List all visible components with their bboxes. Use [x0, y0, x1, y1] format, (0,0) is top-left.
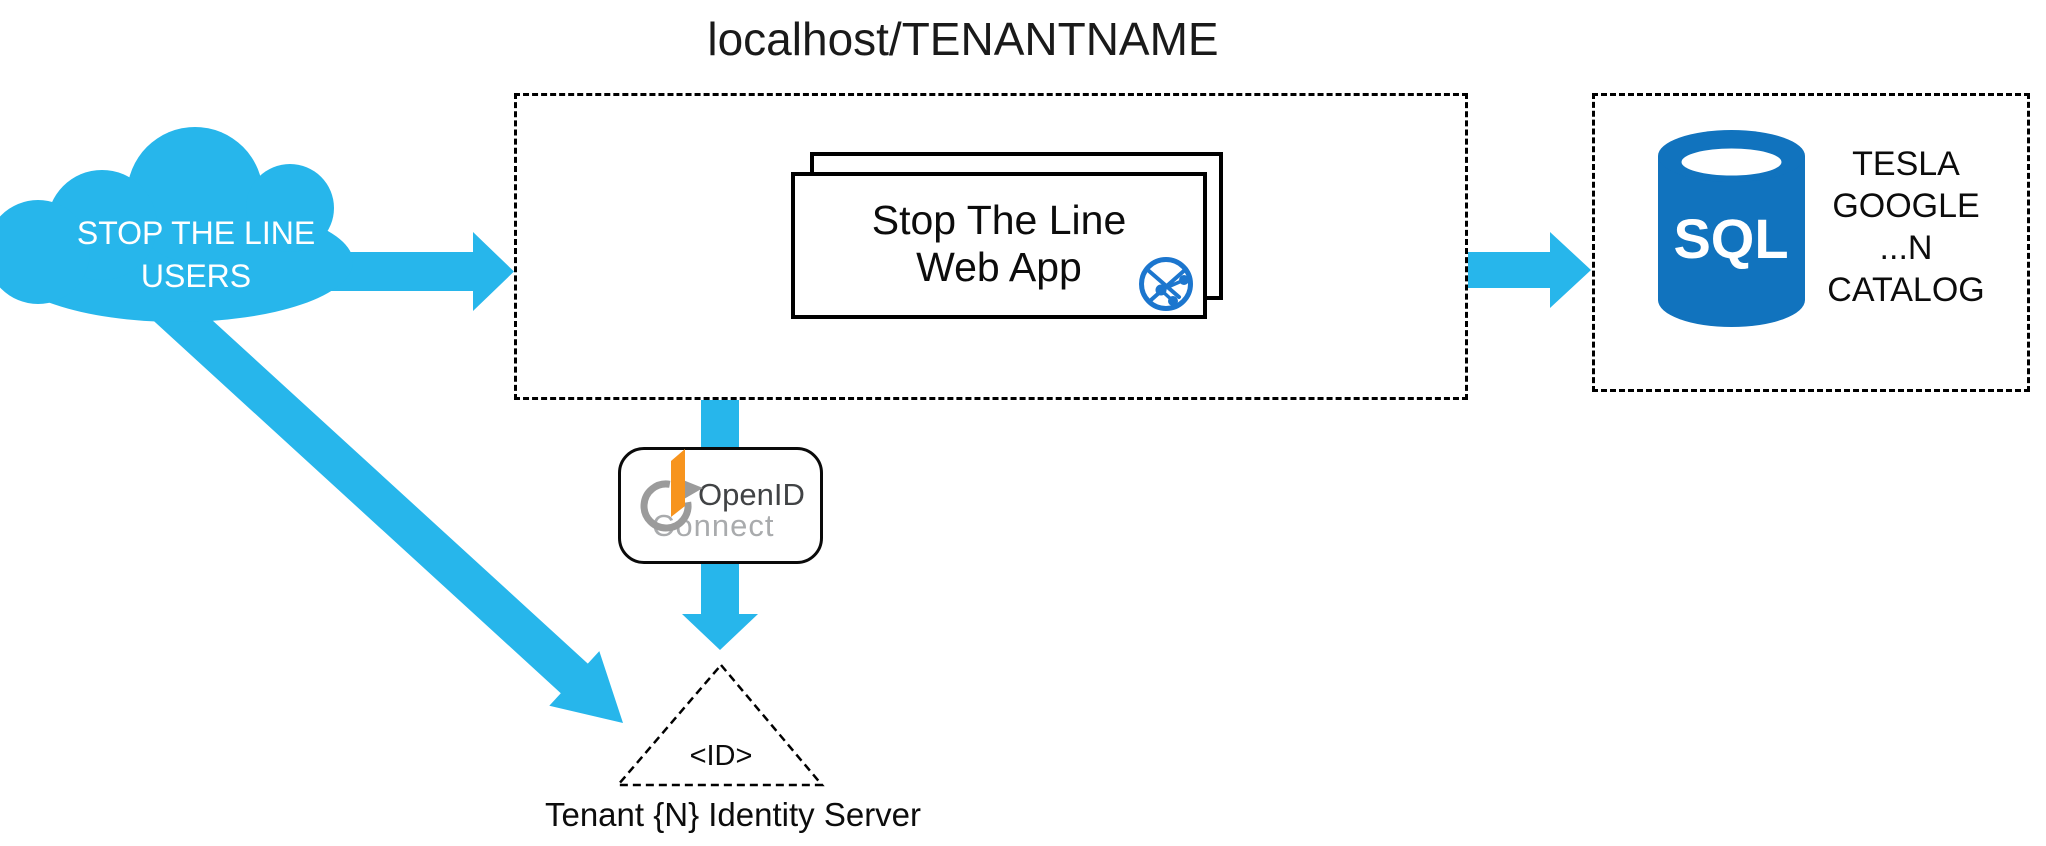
- users-cloud-label-line2: USERS: [140, 258, 252, 294]
- catalog-item: ...N: [1879, 229, 1933, 267]
- catalog-item: CATALOG: [1827, 271, 1985, 309]
- openid-connect-text: Connect: [652, 508, 775, 543]
- arrow-webapp-to-sql: [1468, 232, 1591, 308]
- identity-triangle-label: <ID>: [689, 740, 753, 772]
- webapp-label: Stop The Line Web App: [791, 197, 1207, 291]
- webapp-label-line2: Web App: [916, 244, 1082, 290]
- users-cloud-label: STOP THE LINE USERS: [26, 212, 366, 298]
- page-title: localhost/TENANTNAME: [707, 13, 1219, 65]
- identity-server-caption: Tenant {N} Identity Server: [544, 796, 922, 833]
- webapp-label-line1: Stop The Line: [871, 197, 1127, 243]
- catalog-item: GOOGLE: [1832, 187, 1980, 225]
- users-cloud-label-line1: STOP THE LINE: [76, 215, 316, 251]
- sql-catalog-list: TESLA GOOGLE ...N CATALOG: [1806, 143, 2006, 311]
- catalog-item: TESLA: [1852, 145, 1960, 183]
- sql-boundary-box: [1592, 93, 2030, 392]
- webapp-card-front: [791, 172, 1207, 319]
- webapp-boundary-box: [514, 93, 1468, 400]
